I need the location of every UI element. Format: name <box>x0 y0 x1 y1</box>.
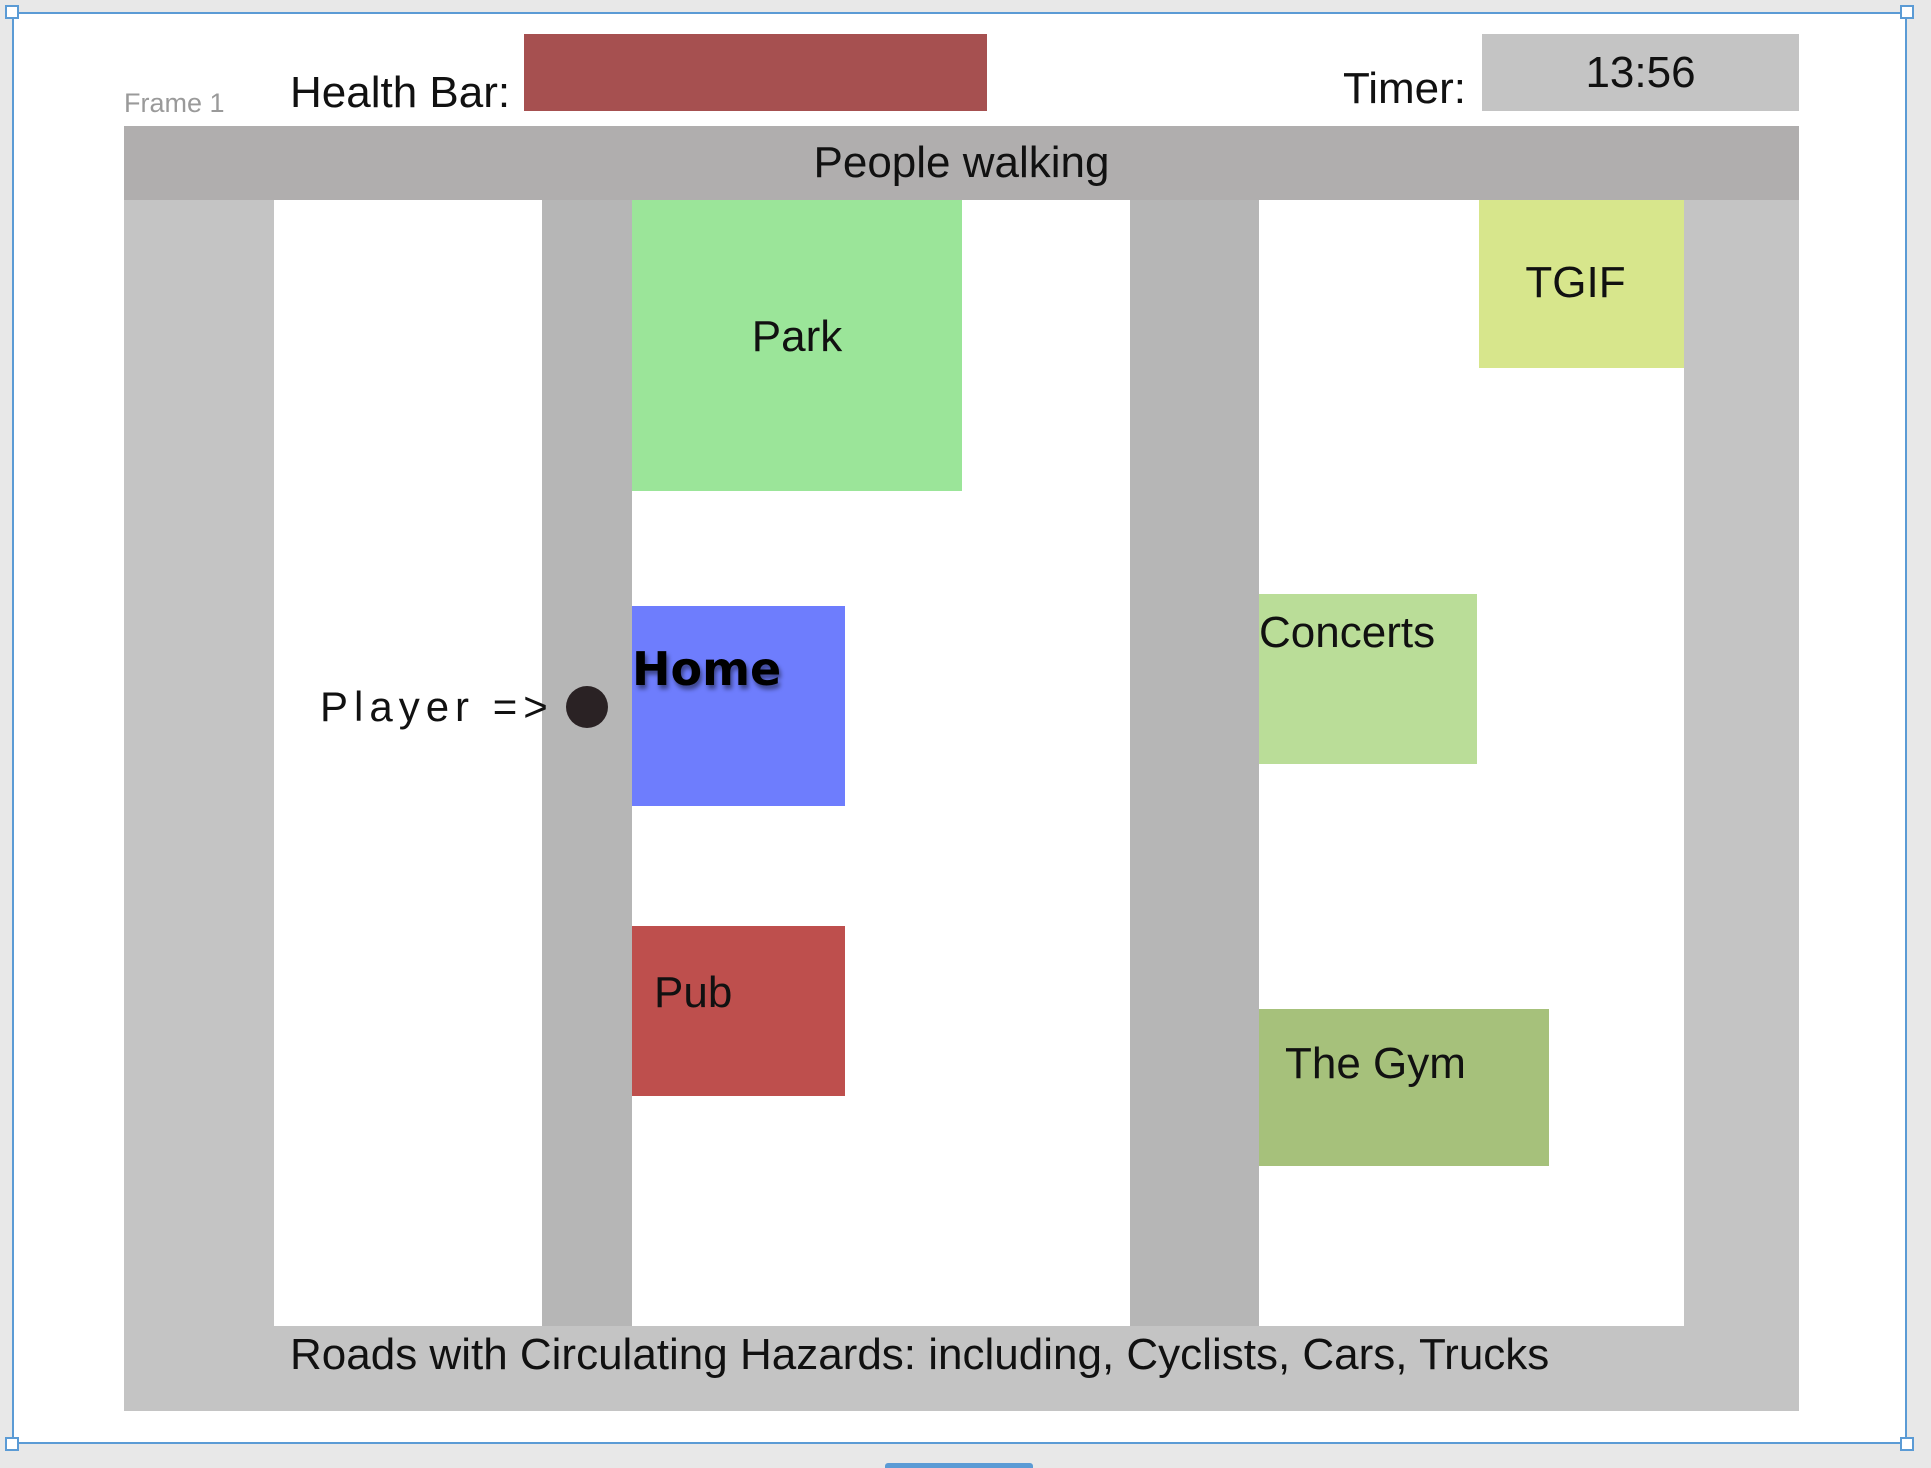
vertical-road-right <box>1130 200 1259 1326</box>
hazard-road-label: Roads with Circulating Hazards: includin… <box>290 1330 1550 1379</box>
location-home[interactable]: Home <box>632 606 845 806</box>
frame-bottom-tab[interactable] <box>885 1463 1033 1468</box>
resize-handle-top-left[interactable] <box>5 5 19 19</box>
resize-handle-bottom-right[interactable] <box>1900 1437 1914 1451</box>
resize-handle-top-right[interactable] <box>1900 5 1914 19</box>
city-block-left <box>274 200 542 1326</box>
park-label: Park <box>751 311 843 361</box>
home-label: Home <box>632 642 782 696</box>
health-bar-fill <box>524 34 987 111</box>
concerts-label: Concerts <box>1259 608 1436 657</box>
location-park[interactable]: Park <box>632 200 962 491</box>
pub-label: Pub <box>654 968 733 1017</box>
resize-handle-bottom-left[interactable] <box>5 1437 19 1451</box>
health-bar <box>524 34 987 111</box>
top-walkway-label: People walking <box>813 138 1110 187</box>
vertical-road-left <box>542 200 632 1326</box>
frame-label: Frame 1 <box>124 88 225 118</box>
location-tgif[interactable]: TGIF <box>1479 200 1684 368</box>
health-bar-label: Health Bar: <box>290 68 511 117</box>
timer-value: 13:56 <box>1482 34 1799 111</box>
player-token[interactable] <box>566 686 608 728</box>
tgif-label: TGIF <box>1525 258 1626 307</box>
gym-label: The Gym <box>1285 1039 1466 1088</box>
location-concerts[interactable]: Concerts <box>1259 594 1477 764</box>
location-gym[interactable]: The Gym <box>1259 1009 1549 1166</box>
player-label: Player => <box>320 683 554 730</box>
timer-label: Timer: <box>1343 64 1467 113</box>
location-pub[interactable]: Pub <box>632 926 845 1096</box>
top-walkway: People walking <box>124 126 1799 200</box>
